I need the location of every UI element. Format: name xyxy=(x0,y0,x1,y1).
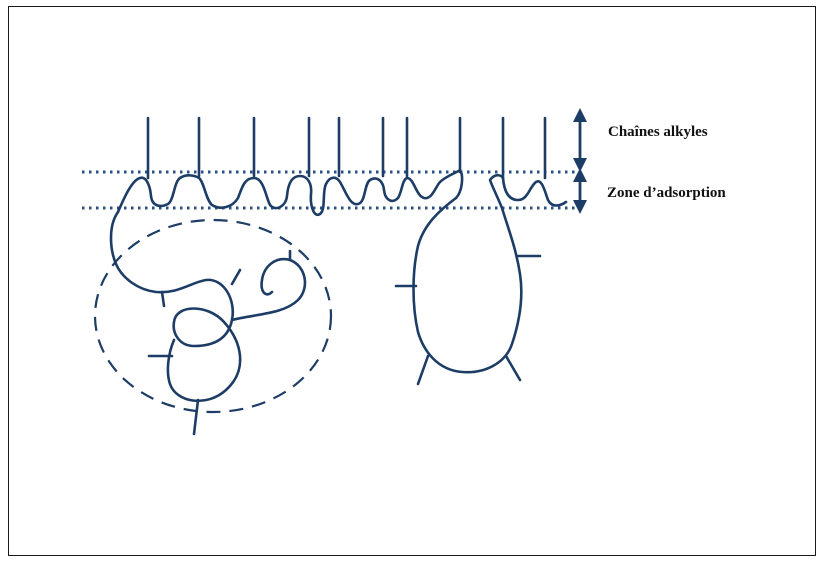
adsorption-zone-label: Zone d’adsorption xyxy=(607,185,726,202)
adsorption-zone-arrow xyxy=(573,168,587,214)
right-polymer-loop xyxy=(414,175,522,372)
coil-dashed-circle xyxy=(95,220,331,412)
chains-extent-arrow xyxy=(573,108,587,172)
right-polymer-tail-train xyxy=(503,178,566,206)
left-polymer-curl xyxy=(232,259,305,320)
left-polymer-coil xyxy=(111,212,240,401)
chains-label: Chaînes alkyles xyxy=(608,124,708,141)
alkyl-chains xyxy=(148,118,545,178)
right-polymer-adsorbed-segment xyxy=(407,170,462,198)
